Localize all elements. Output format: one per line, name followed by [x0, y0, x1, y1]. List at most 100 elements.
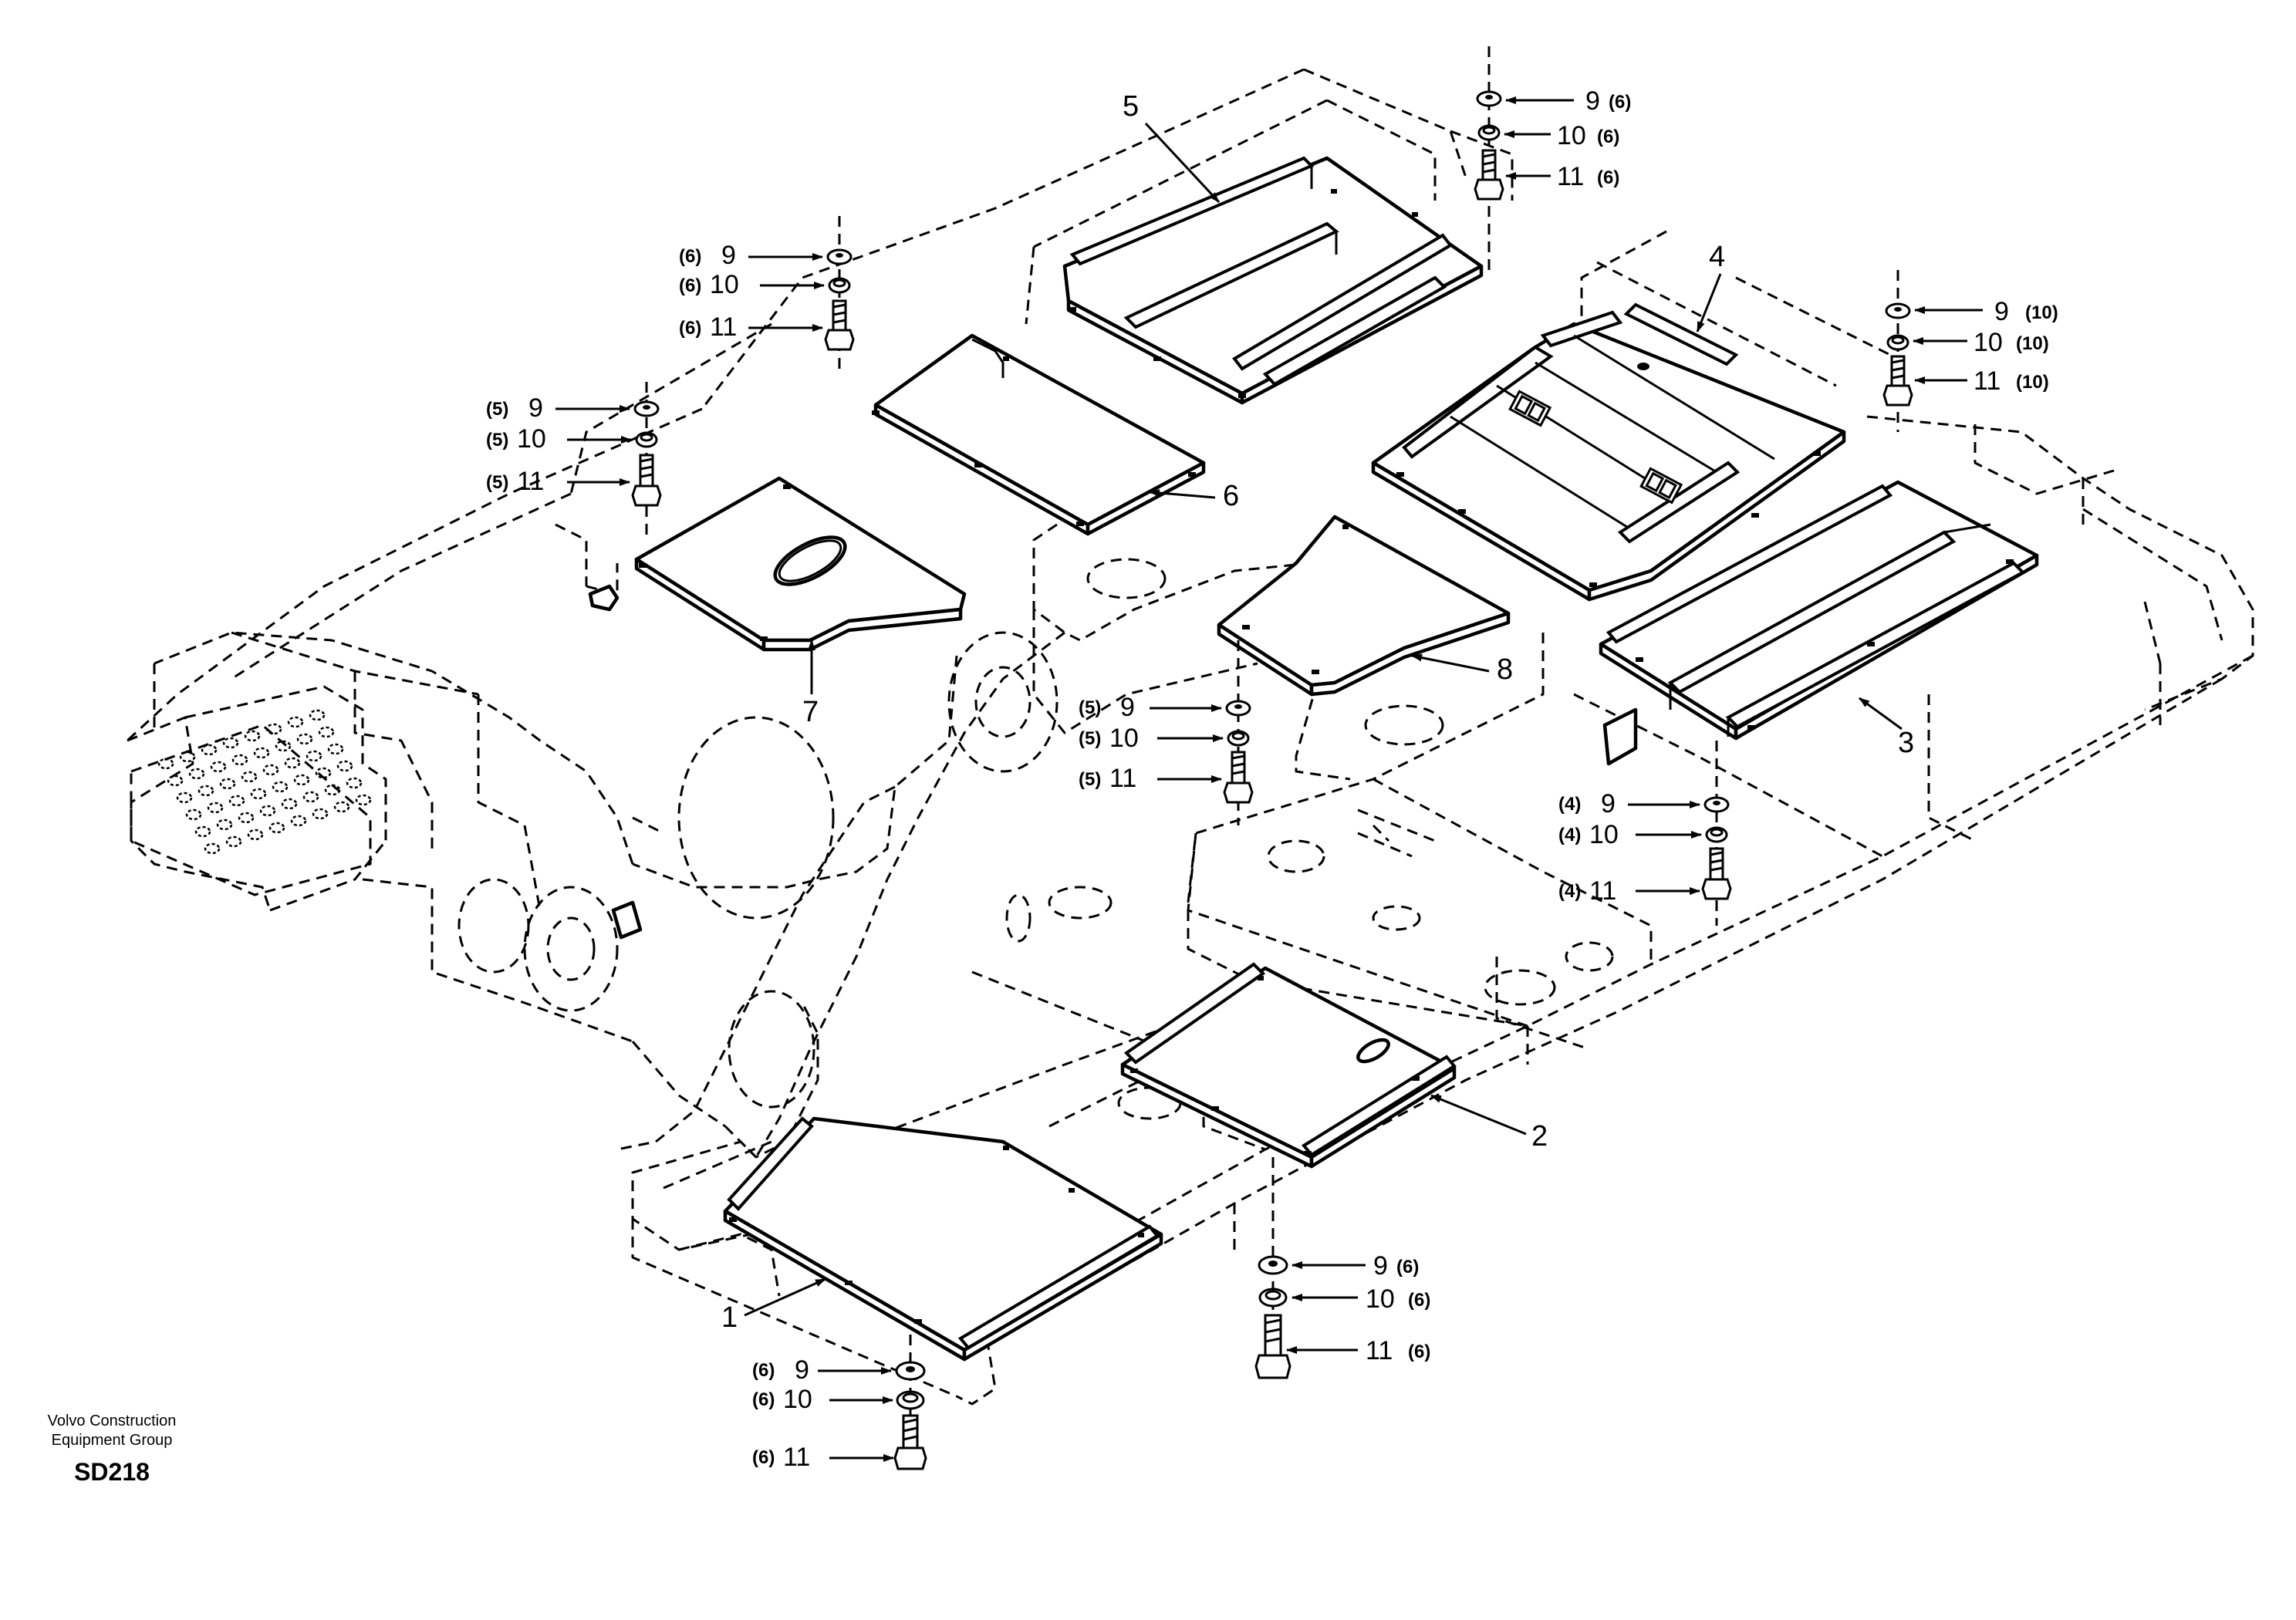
washer-icon [1885, 302, 1911, 319]
grip-hole [253, 747, 270, 759]
callout-6: 6 [1223, 480, 1239, 512]
hardware-group-3: (6) 9 (6) 10 (6) 11 [679, 216, 855, 370]
part-5-channel-plate [1062, 156, 1484, 405]
label-10: 10 [1589, 820, 1619, 849]
callout-7: 7 [802, 696, 819, 728]
step-plate [130, 709, 372, 896]
callout-8: 8 [1497, 653, 1513, 686]
grip-hole [247, 829, 264, 841]
lock-washer-icon [635, 431, 658, 448]
grip-hole [324, 784, 341, 796]
grip-hole [275, 740, 292, 752]
qty-10: (10) [2016, 333, 2049, 354]
bolt-icon [631, 454, 662, 507]
label-10: 10 [517, 424, 546, 454]
label-9: 9 [1585, 86, 1600, 116]
label-9: 9 [721, 241, 736, 270]
label-10: 10 [1366, 1284, 1395, 1314]
qty-9: (5) [486, 399, 508, 420]
grip-hole [207, 802, 224, 814]
hardware-group-2: 9 (10) 10 (10) 11 (10) [1882, 270, 2058, 432]
bolt-icon [1474, 149, 1504, 201]
part-1-bottom-plate [723, 1116, 1163, 1362]
bolt-icon [1882, 355, 1913, 407]
label-9: 9 [1373, 1251, 1388, 1281]
grip-hole [231, 754, 248, 766]
label-9: 9 [795, 1355, 809, 1385]
qty-11: (4) [1558, 881, 1581, 902]
washer-icon [826, 248, 853, 265]
qty-9: (5) [1079, 697, 1101, 718]
qty-10: (6) [1597, 127, 1619, 147]
grip-hole [268, 822, 285, 834]
grip-hole [327, 743, 344, 755]
qty-10: (5) [486, 430, 508, 451]
lock-washer-icon [1477, 124, 1501, 141]
qty-9: (4) [1558, 794, 1581, 815]
label-10: 10 [1974, 328, 2003, 357]
org-name-line-1: Volvo Construction [47, 1412, 177, 1429]
qty-10: (6) [1408, 1290, 1430, 1311]
hardware-group-4: (5) 9 (5) 10 (5) 11 [486, 382, 662, 540]
brackets [588, 584, 1638, 940]
qty-10: (6) [679, 275, 701, 296]
grip-hole [281, 798, 298, 810]
label-11: 11 [1109, 764, 1136, 793]
label-11: 11 [1974, 366, 2001, 396]
washer-icon [1258, 1255, 1288, 1275]
label-9: 9 [1994, 297, 2009, 326]
grip-hole [222, 737, 239, 749]
callout-2: 2 [1531, 1120, 1548, 1153]
callout-4: 4 [1709, 241, 1725, 273]
part-8-plate [1217, 515, 1511, 697]
qty-10: (4) [1558, 825, 1581, 845]
qty-11: (6) [679, 318, 701, 339]
grip-hole [238, 812, 255, 824]
bolt-icon [1223, 751, 1254, 804]
bolt-icon [1254, 1314, 1292, 1379]
bolt-icon [1701, 847, 1732, 900]
label-10: 10 [710, 270, 739, 299]
label-9: 9 [528, 393, 543, 423]
grip-hole [333, 801, 350, 813]
qty-10: (6) [752, 1389, 775, 1410]
lock-washer-icon [896, 1390, 925, 1410]
part-3-channel-plate [1599, 480, 2039, 741]
qty-11: (6) [752, 1447, 775, 1468]
washer-icon [1225, 700, 1251, 717]
lock-washer-icon [1258, 1288, 1288, 1308]
part-7-plate-with-slot [634, 476, 967, 652]
bolt-icon [893, 1414, 927, 1470]
grip-hole [201, 744, 218, 756]
grip-hole [336, 760, 353, 772]
part-2-lower-plate [1120, 962, 1457, 1169]
qty-11: (10) [2016, 372, 2049, 393]
label-10: 10 [1557, 121, 1586, 150]
hardware-group-6: (4) 9 (4) 10 (4) 11 [1558, 741, 1732, 926]
label-11: 11 [1589, 876, 1616, 906]
lock-washer-icon [828, 277, 851, 294]
washer-icon [895, 1361, 926, 1381]
grip-hole [225, 835, 242, 848]
label-11: 11 [1557, 162, 1584, 191]
callout-3: 3 [1898, 727, 1914, 759]
label-9: 9 [1120, 693, 1135, 722]
qty-11: (5) [486, 472, 508, 493]
grip-hole [290, 815, 307, 827]
grip-hole [346, 777, 363, 789]
qty-9: (6) [1609, 92, 1631, 113]
grip-hole [287, 716, 304, 728]
callout-1: 1 [721, 1301, 738, 1334]
label-11: 11 [517, 467, 544, 496]
grip-hole [318, 726, 335, 738]
callouts: 5 4 6 7 8 3 2 1 [721, 90, 1914, 1334]
qty-9: (10) [2025, 302, 2058, 323]
grip-hole [309, 709, 326, 721]
grip-hole [204, 842, 221, 855]
label-11: 11 [783, 1443, 810, 1472]
org-name-line-2: Equipment Group [51, 1432, 173, 1449]
lock-washer-icon [1227, 730, 1250, 747]
grip-hole [355, 794, 372, 806]
washer-icon [633, 400, 660, 417]
